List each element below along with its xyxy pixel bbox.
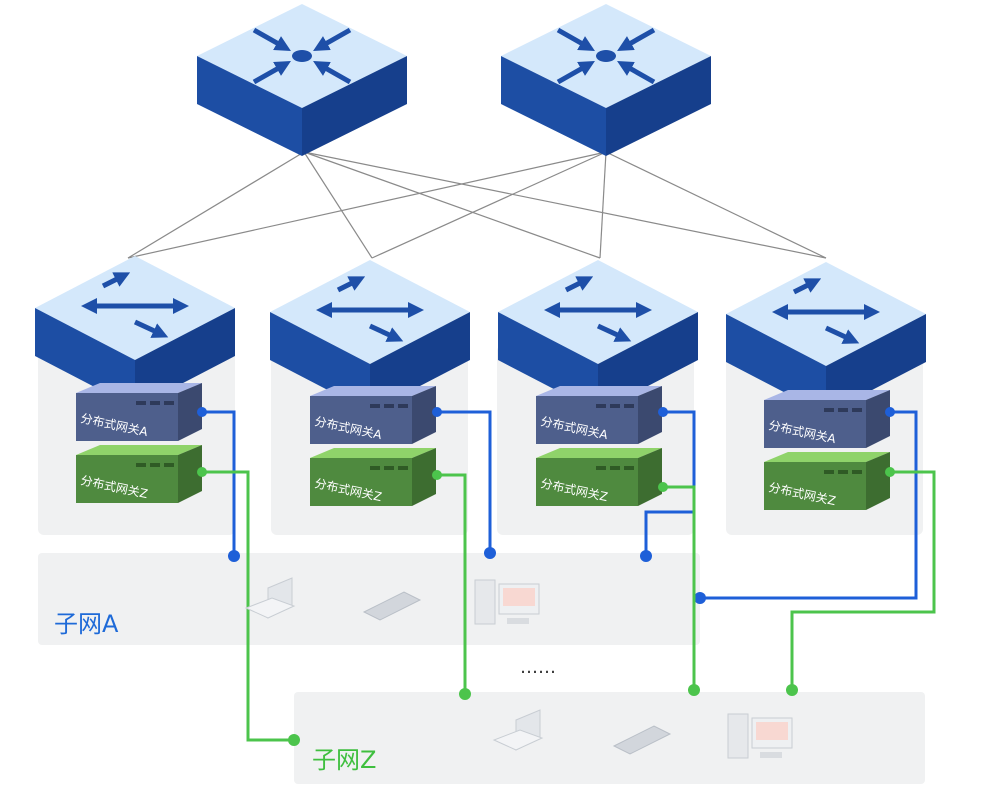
subnet-z-link-dots (197, 467, 895, 746)
subnet-a-link-dots (197, 407, 895, 604)
spine-router-icon (197, 4, 407, 156)
subnet-a-panel (38, 553, 700, 645)
subnet-a-label: 子网A (54, 610, 119, 638)
subnet-z-label: 子网Z (312, 746, 376, 774)
mesh-links (127, 151, 827, 259)
spine-router-icon (501, 4, 711, 156)
subnet-z-panel (294, 692, 925, 784)
subnet-z-links (202, 470, 936, 742)
more-ellipsis: …… (520, 657, 556, 678)
